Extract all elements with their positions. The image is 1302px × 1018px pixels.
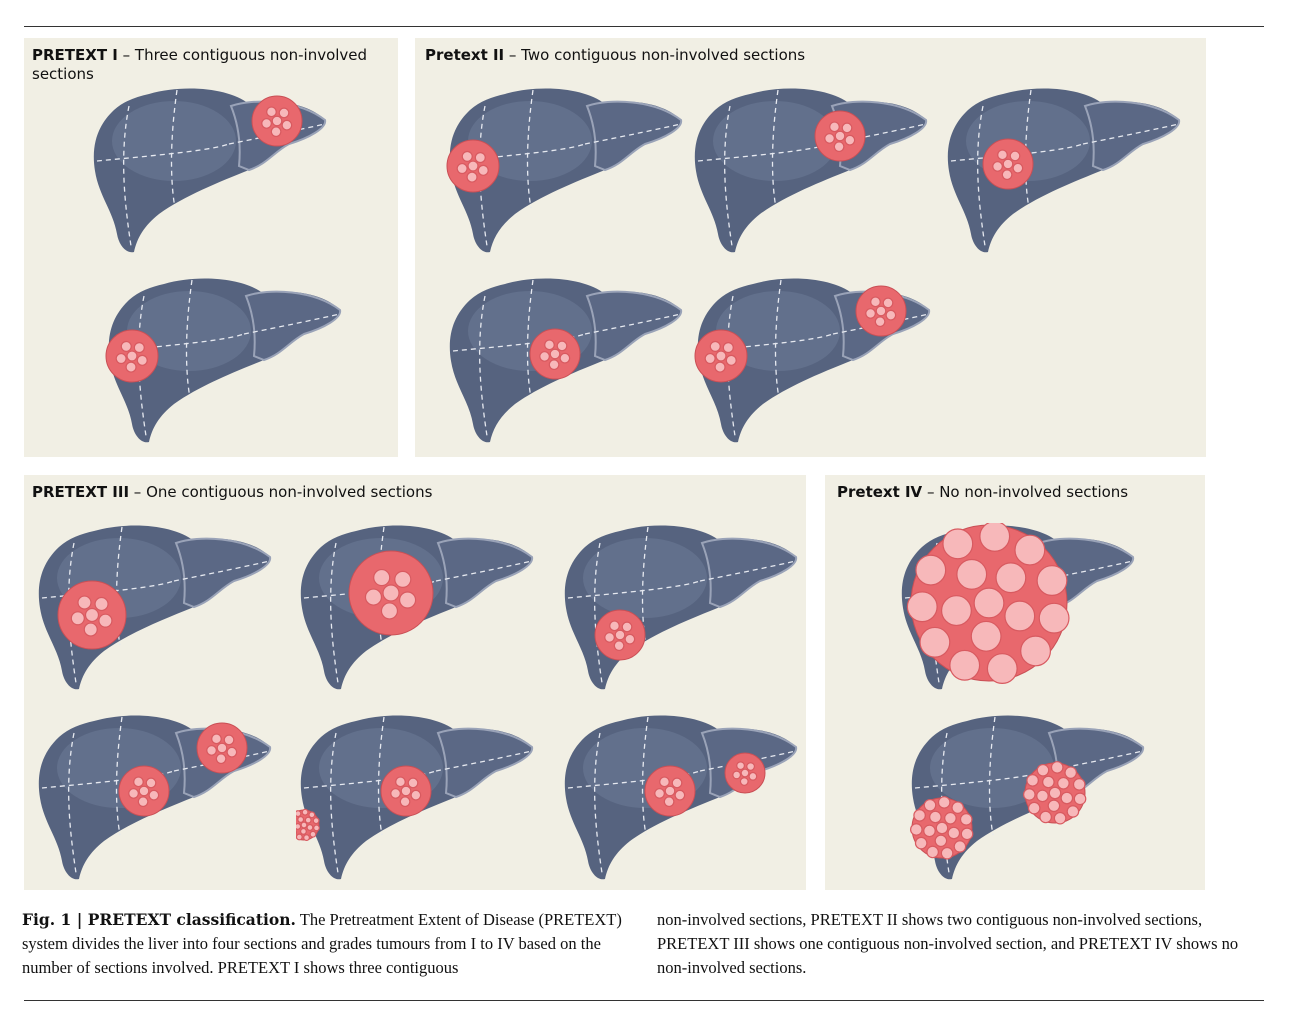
caption-text-left: The Pretreatment Extent of Disease (PRET… (22, 910, 622, 977)
figure-caption-right: non-involved sections, PRETEXT II shows … (657, 908, 1267, 980)
figure-label: Fig. 1 | PRETEXT classification. (22, 910, 296, 929)
panel-pretext-3: PRETEXT III – One contiguous non-involve… (24, 475, 806, 890)
bottom-rule (24, 1000, 1264, 1001)
liver-illustration (694, 278, 931, 443)
liver-illustration (38, 715, 272, 880)
liver-illustration (564, 525, 798, 690)
figure-caption-left: Fig. 1 | PRETEXT classification. The Pre… (22, 908, 622, 980)
panel-title-pretext-2: Pretext II – Two contiguous non-involved… (425, 46, 806, 64)
liver-illustration (446, 88, 683, 253)
liver-illustration (901, 523, 1135, 690)
liver-illustration (105, 278, 342, 443)
liver-illustration (449, 278, 683, 443)
panel-title-pretext-4: Pretext IV – No non-involved sections (837, 483, 1129, 501)
liver-illustration (38, 525, 272, 690)
panel-pretext-4: Pretext IV – No non-involved sections (825, 475, 1205, 890)
panel-title-pretext-3: PRETEXT III – One contiguous non-involve… (32, 483, 433, 501)
liver-illustration (947, 88, 1181, 253)
panel-pretext-1: PRETEXT I – Three contiguous non-involve… (24, 38, 398, 457)
panel-title-pretext-1: PRETEXT I – Three contiguous non-involve… (32, 46, 368, 83)
liver-illustration (93, 88, 327, 253)
panel-pretext-2: Pretext II – Two contiguous non-involved… (415, 38, 1206, 457)
liver-illustration (910, 715, 1145, 880)
caption-text-right: non-involved sections, PRETEXT II shows … (657, 910, 1239, 977)
liver-illustration (296, 715, 534, 880)
liver-illustration (300, 525, 534, 690)
liver-illustration (564, 715, 798, 880)
liver-illustration (694, 88, 928, 253)
top-rule (24, 26, 1264, 27)
